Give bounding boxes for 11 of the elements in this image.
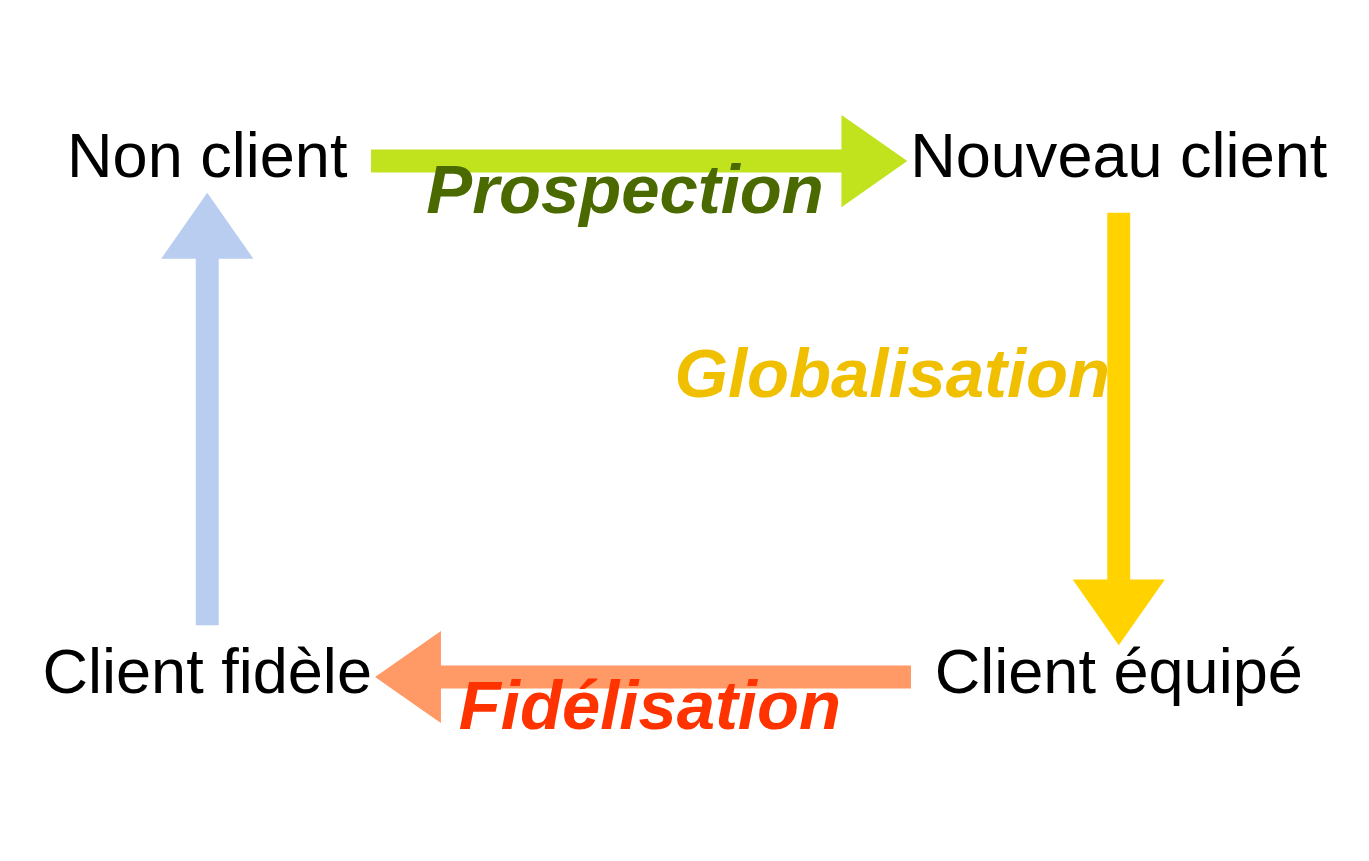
node-text: Client fidèle <box>42 636 372 707</box>
edge-label: Globalisation <box>674 334 1111 412</box>
node-text: Client équipé <box>934 636 1303 707</box>
arrow <box>375 630 911 724</box>
edge-label: Fidélisation <box>458 667 842 745</box>
arrow <box>1072 212 1165 646</box>
edge-label: Prospection <box>426 151 824 229</box>
node-text: Nouveau client <box>910 120 1328 191</box>
arrow <box>371 114 908 208</box>
arrow <box>161 192 254 626</box>
node-text: Non client <box>67 120 348 191</box>
